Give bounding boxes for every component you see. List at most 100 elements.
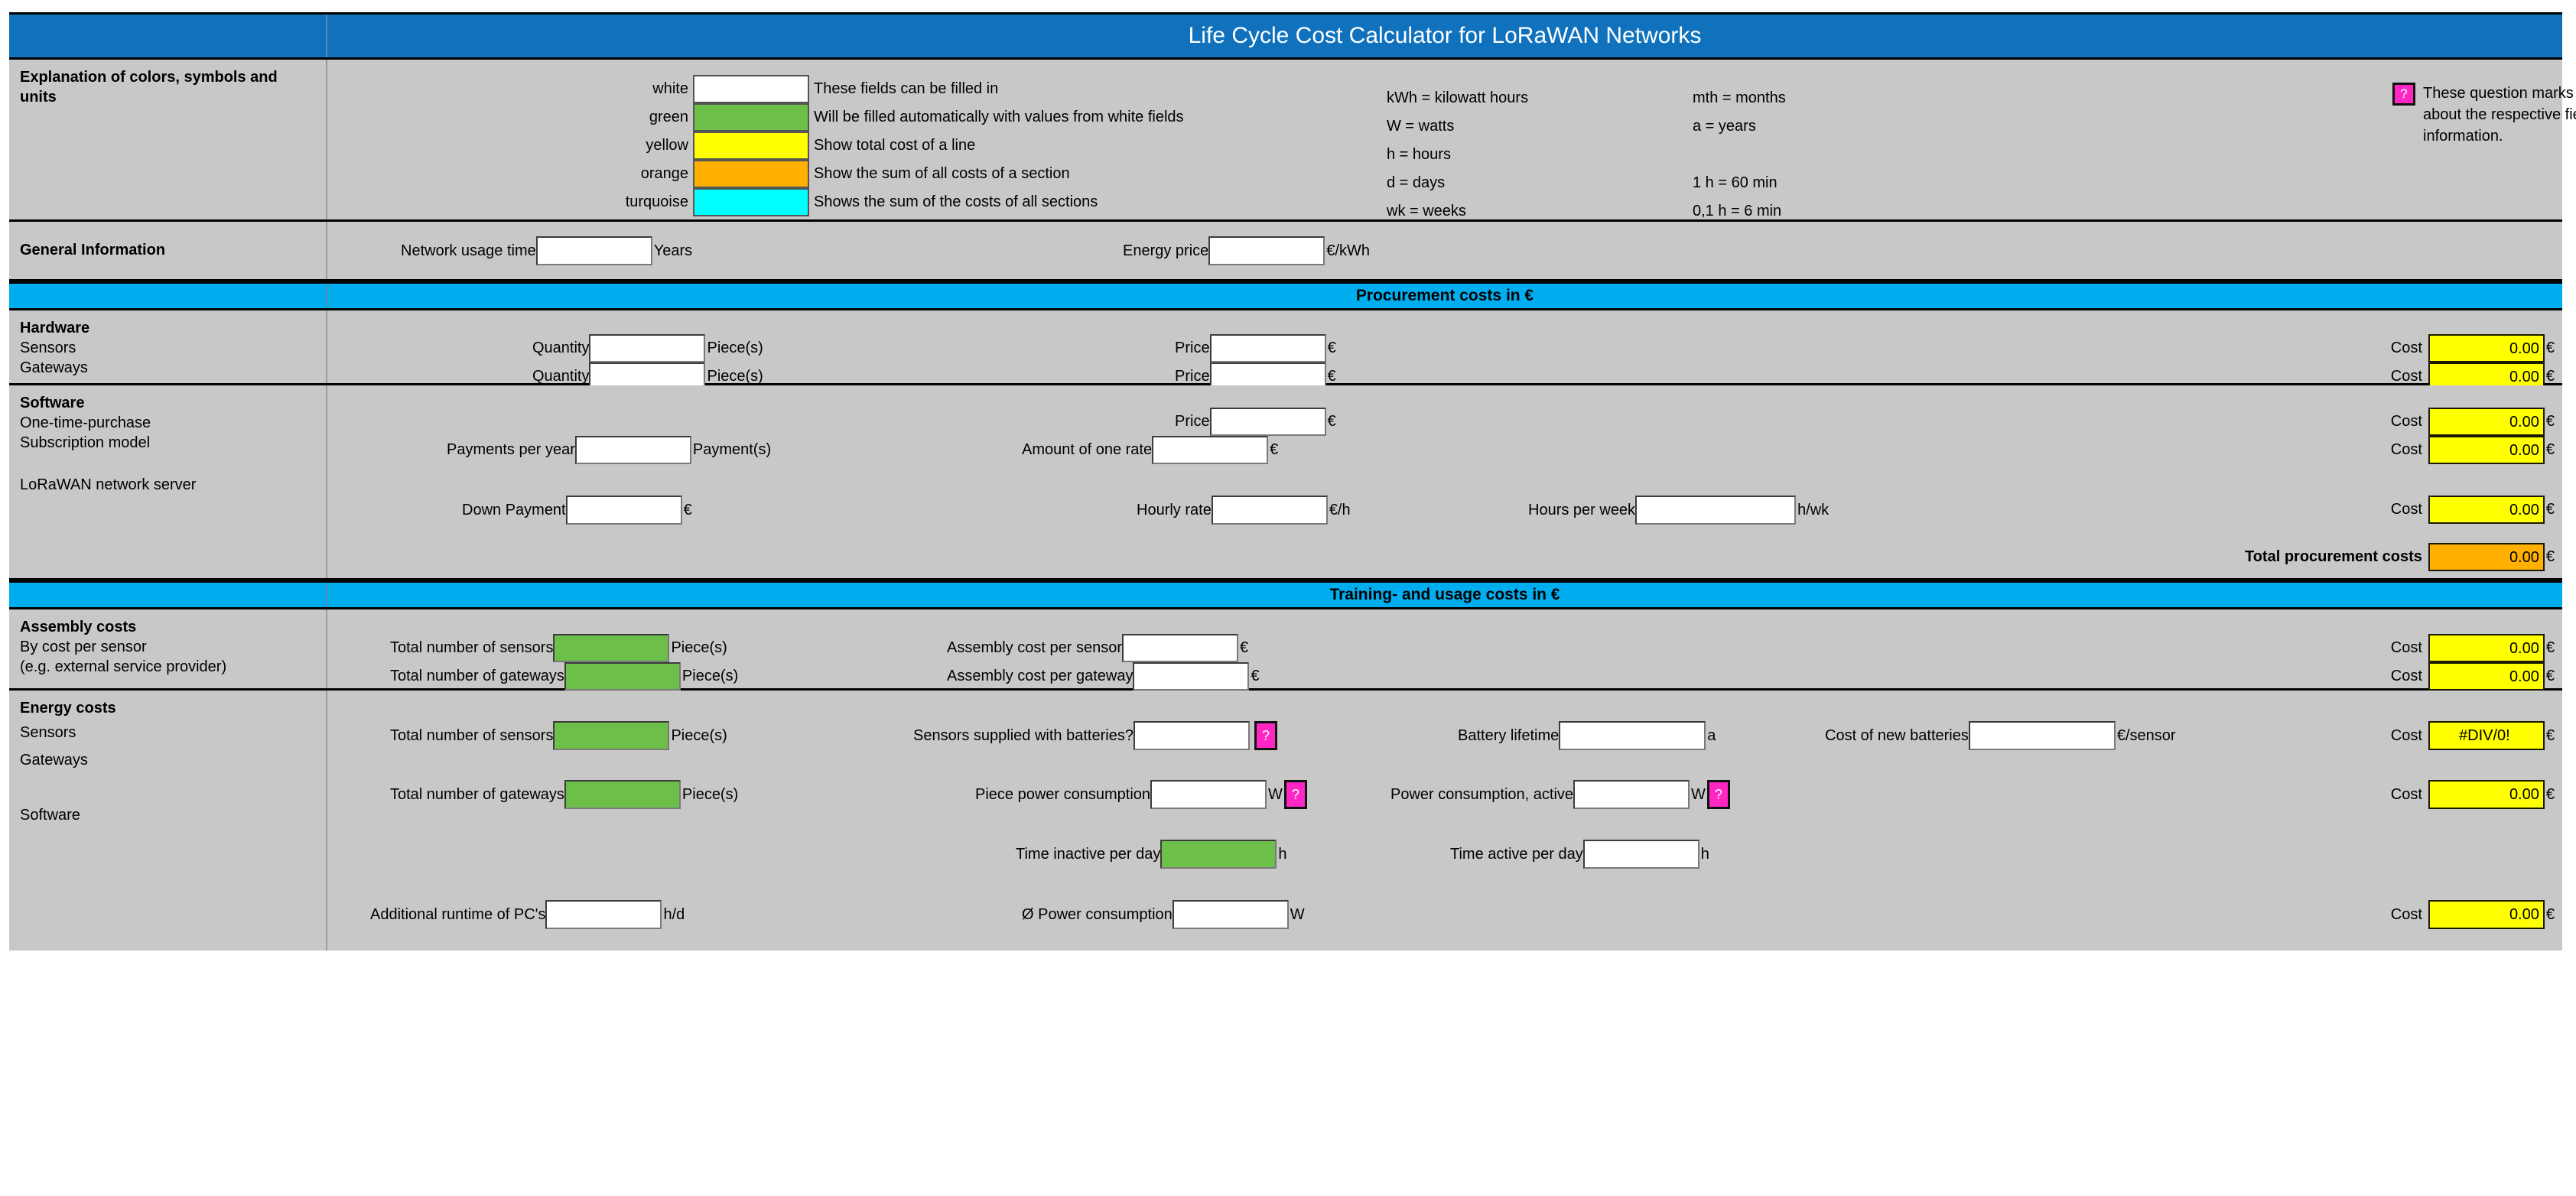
energy-software-label: Software bbox=[20, 807, 80, 824]
software-subscription-rate-unit: € bbox=[1270, 441, 1279, 458]
energy-sensors-cost-group: Cost #DIV/0! € bbox=[2391, 721, 2555, 750]
hardware-gateways-quantity-unit: Piece(s) bbox=[707, 368, 763, 385]
question-mark-note: ? These question marks can be clicked to… bbox=[2392, 83, 2576, 147]
energy-time-active-input[interactable] bbox=[1582, 840, 1699, 869]
software-procurement-label-cell: Software One-time-purchase Subscription … bbox=[9, 385, 327, 578]
energy-piece-power-input[interactable] bbox=[1150, 780, 1267, 809]
energy-time-inactive-label: Time inactive per day bbox=[1016, 845, 1161, 863]
energy-gateways-total-unit: Piece(s) bbox=[681, 785, 739, 803]
network-usage-time-input[interactable] bbox=[535, 236, 652, 265]
legend-name-orange: orange bbox=[640, 165, 688, 182]
procurement-band: Procurement costs in € bbox=[9, 281, 2562, 310]
legend-name-turquoise: turquoise bbox=[625, 193, 688, 210]
server-down-payment-input[interactable] bbox=[565, 496, 682, 525]
software-subscription-rate-label: Amount of one rate bbox=[1022, 441, 1153, 458]
energy-time-inactive-value bbox=[1160, 840, 1277, 869]
legend-item-green: green Will be filled automatically with … bbox=[575, 103, 1184, 132]
software-one-time-label: One-time-purchase bbox=[20, 414, 151, 431]
legend-item-white: white These fields can be filled in bbox=[575, 75, 1184, 103]
software-subscription-cost-label: Cost bbox=[2390, 441, 2422, 458]
energy-software-cost-unit: € bbox=[2545, 905, 2555, 923]
energy-new-batteries-input[interactable] bbox=[1968, 721, 2116, 750]
legend-item-yellow: yellow Show total cost of a line bbox=[575, 132, 1184, 160]
hardware-sensors-quantity-group: Quantity Piece(s) bbox=[532, 334, 763, 362]
explanation-label-cell: Explanation of colors, symbols and units bbox=[9, 60, 327, 219]
hardware-sensors-price-group: Price € bbox=[1175, 334, 1336, 362]
software-one-time-price-group: Price € bbox=[1175, 408, 1336, 436]
legend-swatch-orange bbox=[693, 160, 809, 188]
software-subscription-payments-input[interactable] bbox=[574, 436, 691, 464]
legend-swatch-turquoise bbox=[693, 188, 809, 216]
active-power-question-mark-icon[interactable]: ? bbox=[1706, 780, 1730, 809]
energy-software-runtime-input[interactable] bbox=[545, 900, 662, 929]
energy-new-batteries-label: Cost of new batteries bbox=[1825, 726, 1969, 744]
energy-piece-power-group: Piece power consumption W ? bbox=[975, 780, 1307, 809]
assembly-gateways-cost-group: Cost 0.00 € bbox=[2391, 662, 2555, 691]
energy-active-power-unit: W bbox=[1691, 785, 1706, 803]
assembly-cost-per-sensor-input[interactable] bbox=[1121, 634, 1238, 662]
software-subscription-rate-input[interactable] bbox=[1152, 436, 1269, 464]
question-mark-icon[interactable]: ? bbox=[2392, 83, 2415, 106]
energy-software-cost-value: 0.00 bbox=[2428, 900, 2545, 929]
energy-time-inactive-group: Time inactive per day h bbox=[1016, 840, 1286, 869]
software-subscription-cost-group: Cost 0.00 € bbox=[2391, 436, 2555, 464]
training-band-title: Training- and usage costs in € bbox=[327, 583, 2562, 607]
hardware-sensors-price-label: Price bbox=[1175, 340, 1210, 356]
software-one-time-cost-value: 0.00 bbox=[2428, 408, 2545, 436]
energy-active-power-input[interactable] bbox=[1573, 780, 1690, 809]
server-hourly-rate-label: Hourly rate bbox=[1137, 501, 1212, 518]
energy-active-power-label: Power consumption, active bbox=[1390, 785, 1574, 803]
hardware-sensors-label: Sensors bbox=[20, 340, 76, 356]
general-information-row: General Information Network usage time Y… bbox=[9, 222, 2562, 281]
unit-d: d = days bbox=[1387, 174, 1446, 191]
hardware-gateways-cost-unit: € bbox=[2545, 368, 2555, 385]
energy-sensors-total-label: Total number of sensors bbox=[390, 726, 554, 744]
energy-battery-lifetime-input[interactable] bbox=[1559, 721, 1706, 750]
energy-sensors-cost-label: Cost bbox=[2390, 726, 2422, 744]
total-procurement-label: Total procurement costs bbox=[2244, 548, 2422, 565]
assembly-sensors-total-value bbox=[553, 634, 670, 662]
explanation-label: Explanation of colors, symbols and units bbox=[20, 69, 278, 106]
energy-price-input[interactable] bbox=[1208, 236, 1325, 265]
piece-power-question-mark-icon[interactable]: ? bbox=[1283, 780, 1307, 809]
assembly-costs-line2: By cost per sensor bbox=[20, 639, 147, 655]
assembly-sensors-cost-unit: € bbox=[2545, 639, 2555, 656]
software-one-time-price-unit: € bbox=[1327, 413, 1336, 430]
assembly-gateways-cost-unit: € bbox=[2545, 668, 2555, 684]
software-one-time-price-input[interactable] bbox=[1209, 408, 1326, 436]
assembly-cost-per-gateway-input[interactable] bbox=[1133, 662, 1250, 691]
training-band-left bbox=[9, 583, 327, 607]
hardware-sensors-quantity-input[interactable] bbox=[589, 334, 706, 362]
hardware-gateways-quantity-label: Quantity bbox=[532, 368, 590, 385]
legend-name-yellow: yellow bbox=[646, 137, 688, 154]
hardware-gateways-price-label: Price bbox=[1175, 368, 1210, 385]
energy-piece-power-label: Piece power consumption bbox=[975, 785, 1151, 803]
energy-software-avg-power-label: Ø Power consumption bbox=[1022, 905, 1173, 923]
energy-new-batteries-group: Cost of new batteries €/sensor bbox=[1825, 721, 2176, 750]
unit-wk: wk = weeks bbox=[1387, 203, 1466, 219]
assembly-sensors-total-group: Total number of sensors Piece(s) bbox=[390, 634, 727, 662]
energy-gateways-total-label: Total number of gateways bbox=[390, 785, 564, 803]
assembly-gateways-cost-value: 0.00 bbox=[2428, 662, 2545, 691]
server-hours-per-week-group: Hours per week h/wk bbox=[1528, 496, 1829, 525]
assembly-sensors-total-unit: Piece(s) bbox=[671, 639, 727, 656]
legend-name-green: green bbox=[649, 109, 688, 125]
energy-software-runtime-group: Additional runtime of PC's h/d bbox=[370, 900, 685, 929]
server-cost-unit: € bbox=[2545, 501, 2555, 518]
assembly-cost-per-sensor-label: Assembly cost per sensor bbox=[947, 639, 1122, 656]
energy-time-active-group: Time active per day h bbox=[1450, 840, 1709, 869]
legend-name-white: white bbox=[652, 80, 688, 97]
assembly-costs-content: Total number of sensors Piece(s) Assembl… bbox=[327, 609, 2562, 691]
energy-sensors-batteries-input[interactable] bbox=[1133, 721, 1250, 750]
server-cost-label: Cost bbox=[2390, 501, 2422, 518]
hardware-sensors-price-input[interactable] bbox=[1209, 334, 1326, 362]
sensors-batteries-question-mark-icon[interactable]: ? bbox=[1254, 721, 1277, 750]
explanation-row: Explanation of colors, symbols and units… bbox=[9, 60, 2576, 222]
energy-software-avg-power-input[interactable] bbox=[1172, 900, 1289, 929]
server-hours-per-week-input[interactable] bbox=[1635, 496, 1797, 525]
legend-desc-green: Will be filled automatically with values… bbox=[814, 109, 1184, 125]
server-hours-per-week-unit: h/wk bbox=[1797, 501, 1830, 518]
server-hourly-rate-input[interactable] bbox=[1211, 496, 1328, 525]
legend-desc-orange: Show the sum of all costs of a section bbox=[814, 165, 1070, 182]
